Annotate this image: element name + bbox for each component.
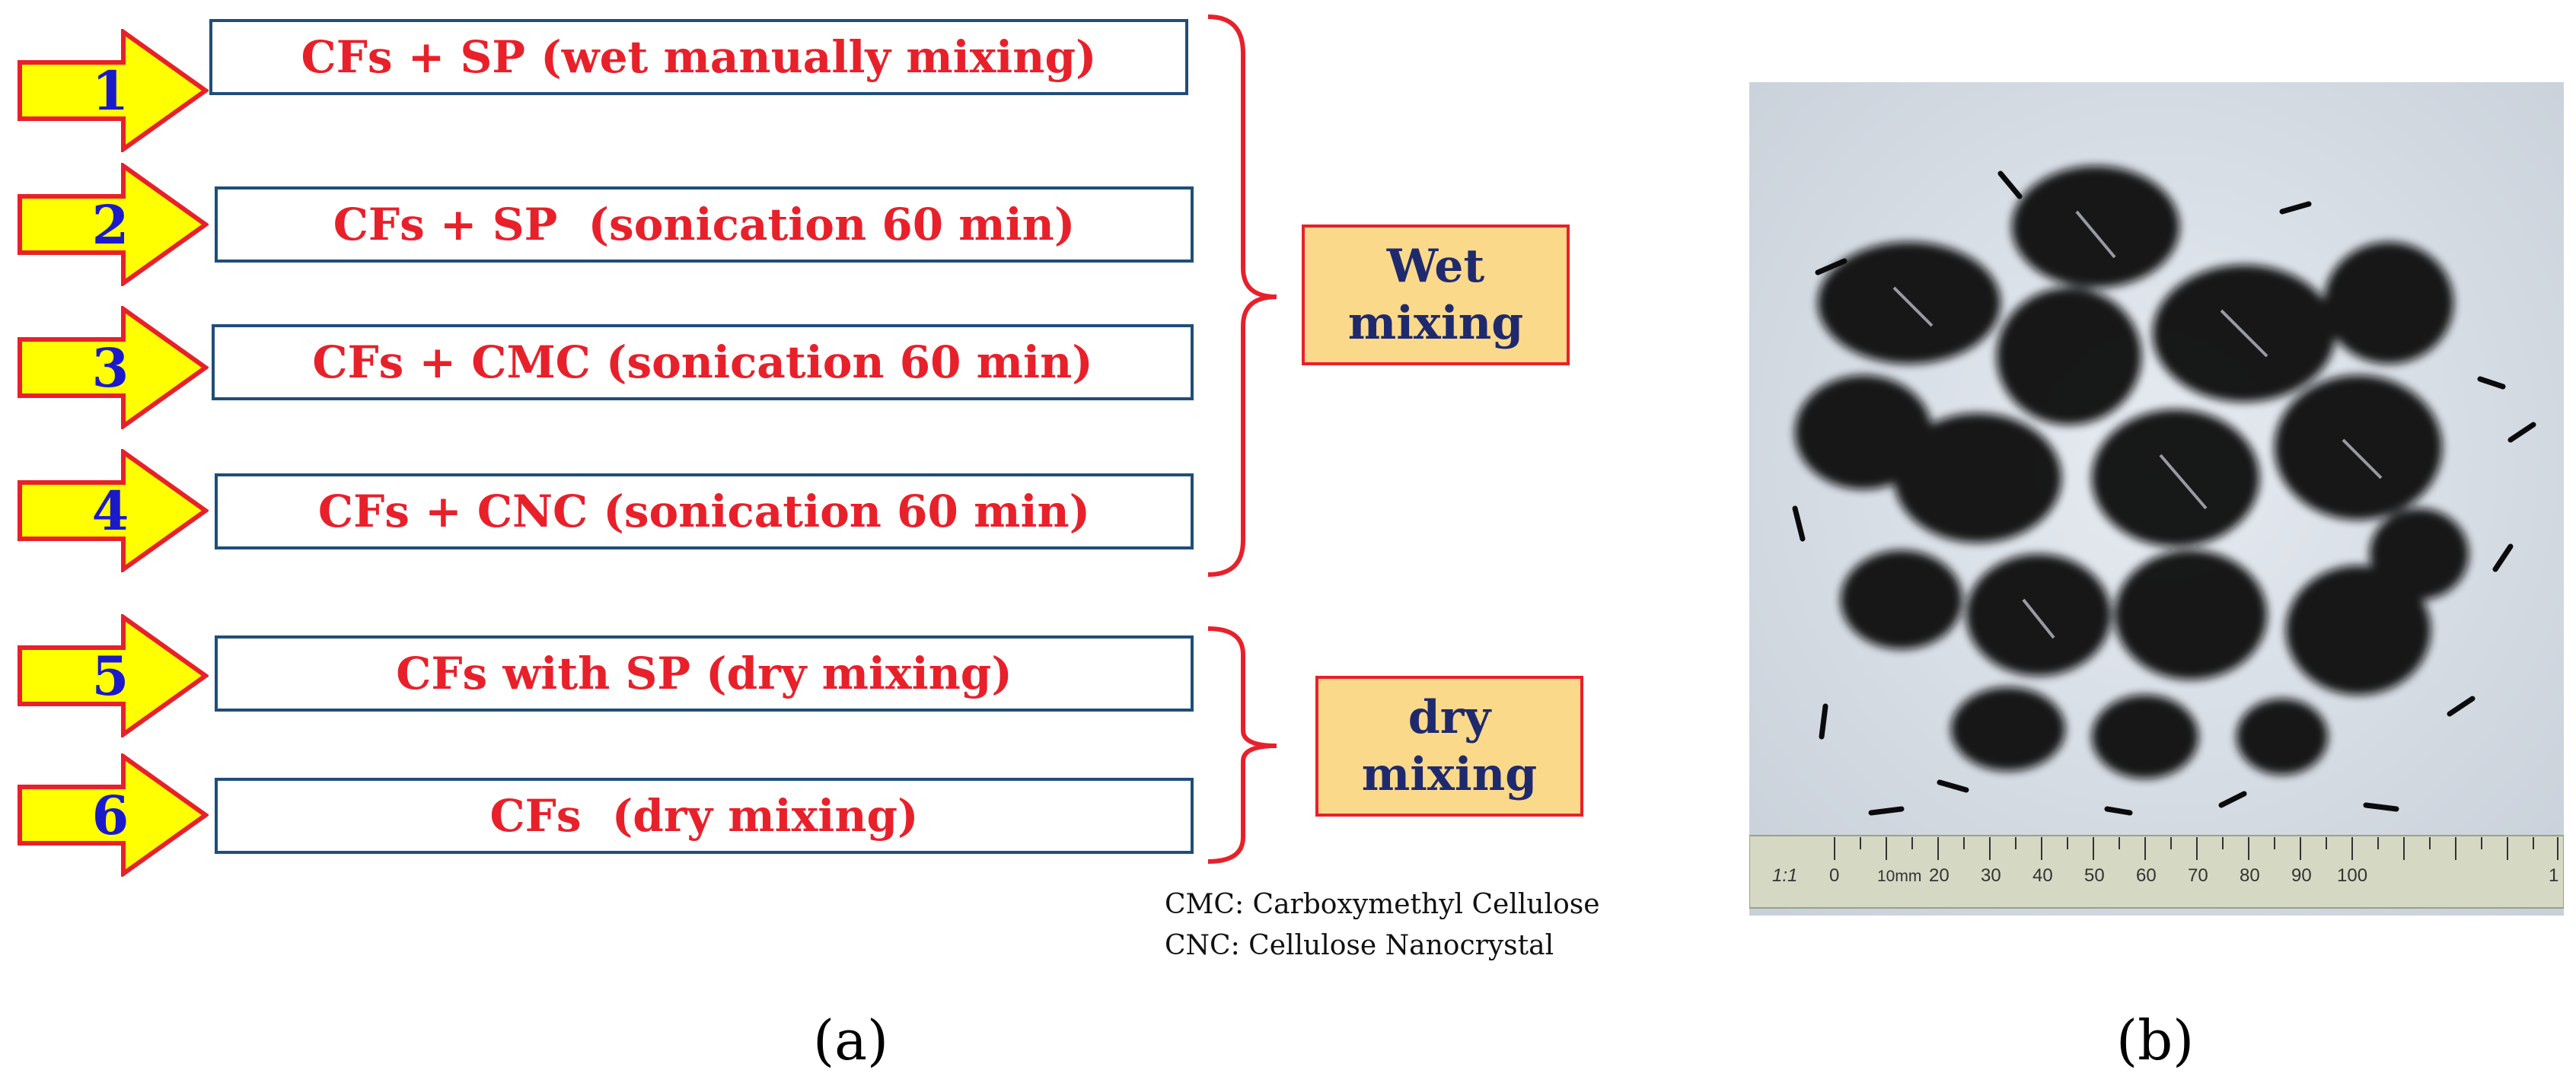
- dry-mixing-label: dry mixing: [1315, 676, 1583, 817]
- ruler-tick-20: 20: [1929, 865, 1950, 886]
- arrow-icon-step-5: 5: [17, 614, 209, 737]
- arrow-icon-step-6: 6: [17, 753, 209, 877]
- ruler-tick-100: 100: [2337, 865, 2367, 886]
- wet-mixing-brace: [1207, 14, 1277, 577]
- legend-cnc: CNC: Cellulose Nanocrystal: [1165, 930, 1554, 961]
- carbon-fiber-photo: 1:1 0 10mm 20 30 40 50 60 70 80 90 100 1: [1749, 82, 2564, 916]
- dry-mixing-line1: dry: [1408, 690, 1491, 744]
- step-number-6: 6: [91, 783, 129, 847]
- wet-mixing-label: Wet mixing: [1302, 225, 1570, 365]
- arrow-icon-step-3: 3: [17, 306, 209, 429]
- ruler-tick-50: 50: [2084, 865, 2105, 886]
- ruler-tick-80: 80: [2240, 865, 2260, 886]
- ruler-tick-60: 60: [2136, 865, 2157, 886]
- step-number-4: 4: [91, 479, 129, 543]
- ruler-tick-0: 0: [1829, 865, 1839, 886]
- dry-mixing-line2: mixing: [1361, 747, 1538, 801]
- ruler-tick-10mm: 10mm: [1877, 868, 1921, 885]
- legend-cmc: CMC: Carboxymethyl Cellulose: [1165, 889, 1600, 920]
- wet-mixing-line1: Wet: [1386, 239, 1485, 293]
- step-box-2: CFs + SP (sonication 60 min): [215, 186, 1194, 263]
- arrow-icon-step-2: 2: [17, 163, 209, 286]
- step-number-5: 5: [91, 644, 129, 708]
- ruler-tick-end: 1: [2549, 865, 2558, 886]
- step-box-4: CFs + CNC (sonication 60 min): [215, 473, 1194, 549]
- ruler-tick-90: 90: [2291, 865, 2312, 886]
- step-box-5: CFs with SP (dry mixing): [215, 635, 1194, 712]
- step-number-3: 3: [91, 336, 129, 400]
- ruler-tick-70: 70: [2188, 865, 2208, 886]
- dry-mixing-brace: [1207, 626, 1277, 864]
- caption-b: (b): [2116, 1008, 2195, 1072]
- arrow-icon-step-1: 1: [17, 29, 209, 152]
- ruler-scale-label: 1:1: [1772, 865, 1797, 886]
- step-number-1: 1: [91, 59, 129, 123]
- arrow-icon-step-4: 4: [17, 449, 209, 572]
- caption-a: (a): [813, 1008, 889, 1072]
- wet-mixing-line2: mixing: [1347, 296, 1524, 350]
- step-box-1: CFs + SP (wet manually mixing): [209, 19, 1188, 95]
- step-box-3: CFs + CMC (sonication 60 min): [212, 324, 1194, 400]
- ruler-tick-30: 30: [1981, 865, 2001, 886]
- ruler-tick-40: 40: [2032, 865, 2053, 886]
- step-box-6: CFs (dry mixing): [215, 778, 1194, 854]
- step-number-2: 2: [91, 193, 129, 256]
